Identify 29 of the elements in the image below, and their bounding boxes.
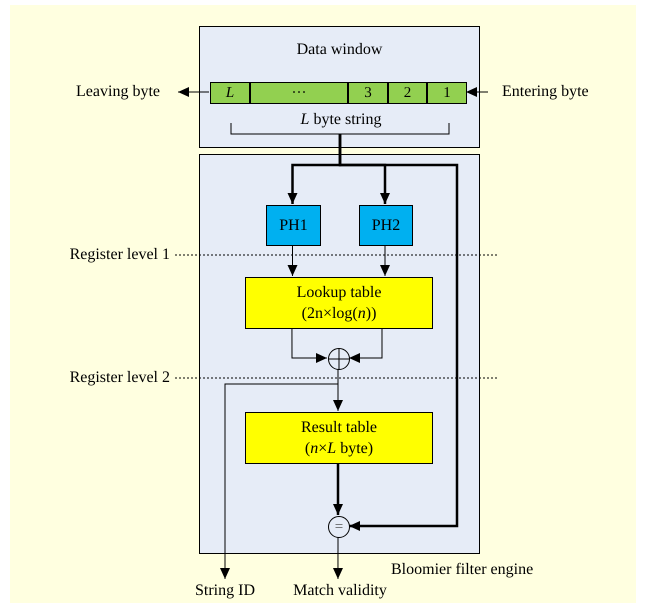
data-window-box xyxy=(199,26,480,148)
byte-cell: ··· xyxy=(250,82,348,104)
arrow xyxy=(288,244,298,276)
arrow xyxy=(466,87,488,97)
hash-box: PH1 xyxy=(266,205,321,246)
register-label: Register level 1 xyxy=(68,245,170,265)
byte-cell: 2 xyxy=(388,82,427,104)
bracket-label: L byte string xyxy=(281,109,401,135)
side-label: Entering byte xyxy=(488,82,628,102)
arrow xyxy=(178,87,210,97)
arrow xyxy=(380,244,390,276)
byte-cell: L xyxy=(210,82,250,104)
side-label: Leaving byte xyxy=(50,82,178,102)
box-title: Data window xyxy=(296,40,384,60)
byte-cell: 3 xyxy=(348,82,388,104)
xor-circle xyxy=(328,348,350,370)
arrow xyxy=(332,536,343,580)
table-box: Result table (n×L byte) xyxy=(245,412,433,464)
hash-box: PH2 xyxy=(359,205,413,246)
engine-label: Bloomier filter engine xyxy=(391,560,534,580)
arrow xyxy=(348,328,382,363)
arrow xyxy=(333,463,343,515)
table-box: Lookup table (2n×log(n)) xyxy=(245,277,433,329)
arrow xyxy=(338,134,458,531)
byte-cell: 1 xyxy=(427,82,467,104)
arrow xyxy=(291,328,328,363)
register-label: Register level 2 xyxy=(68,368,170,388)
output-label: String ID xyxy=(180,579,270,599)
output-label: Match validity xyxy=(280,579,400,599)
